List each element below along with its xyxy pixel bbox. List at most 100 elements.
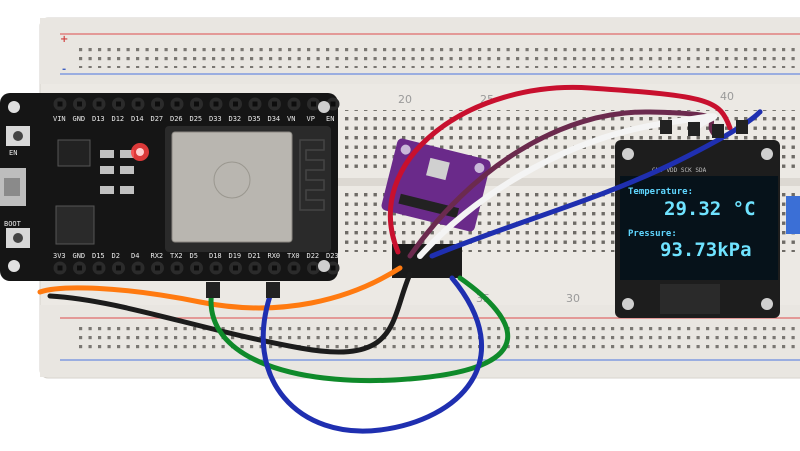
header-pin-socket (213, 101, 219, 107)
pin-label: D14 (131, 115, 144, 123)
pin-label: D5 (190, 252, 198, 260)
header-pin-socket (252, 265, 258, 271)
header-pin-socket (252, 101, 258, 107)
header-pin-socket (291, 265, 297, 271)
edge-component (786, 196, 800, 234)
wire-connector (712, 124, 724, 138)
oled-screen (620, 176, 778, 280)
pin-label: VP (307, 115, 315, 123)
mounting-hole (318, 260, 330, 272)
black-wire (47, 271, 413, 355)
header-pin-socket (77, 265, 82, 271)
pin-label: GND (73, 115, 86, 123)
header-pin-socket (135, 265, 141, 271)
pin-label: RX2 (151, 252, 164, 260)
header-pin-socket (155, 265, 160, 271)
header-pin-socket (57, 101, 63, 107)
oled-module: GND VDD SCK SDA Temperature: 29.32 °C Pr… (615, 140, 780, 318)
pin-label: GND (73, 252, 86, 260)
pin-label: D15 (92, 252, 105, 260)
header-pin-socket (311, 101, 316, 107)
pin-label: D21 (248, 252, 261, 260)
oled-pin-labels: GND VDD SCK SDA (652, 167, 707, 174)
header-pin-socket (233, 101, 238, 107)
header-pin-socket (116, 265, 121, 271)
header-pin-socket (57, 265, 63, 271)
header-pin-socket (174, 101, 180, 107)
column-number: 40 (720, 90, 734, 103)
pin-label: TX0 (287, 252, 300, 260)
header-pin-socket (116, 101, 121, 107)
pin-label: D27 (151, 115, 164, 123)
wire-connector (206, 282, 220, 298)
pin-label: D12 (112, 115, 125, 123)
wire-connector (266, 282, 280, 298)
pin-label: D23 (326, 252, 339, 260)
pin-label: D33 (209, 115, 222, 123)
column-number: 30 (566, 292, 580, 305)
pressure-label: Pressure: (628, 229, 677, 239)
header-pin-socket (311, 265, 316, 271)
pin-label: D4 (131, 252, 139, 260)
header-pin-socket (194, 101, 199, 107)
voltage-regulator (57, 139, 91, 167)
wire-connector (736, 120, 748, 134)
mounting-hole (8, 101, 20, 113)
jumper-wires (37, 84, 763, 434)
blue-wire-bottom (260, 275, 485, 434)
pin-label: D34 (268, 115, 281, 123)
pin-label: TX2 (170, 252, 183, 260)
header-pin-socket (96, 265, 102, 271)
pin-label: VIN (53, 115, 66, 123)
boot-label: BOOT (4, 220, 22, 228)
pin-label: D13 (92, 115, 105, 123)
header-pin-socket (174, 265, 180, 271)
mounting-hole (318, 101, 330, 113)
temperature-value: 29.32 °C (664, 198, 756, 220)
wire-connector (688, 122, 700, 136)
pin-label: D32 (229, 115, 242, 123)
header-pin-socket (77, 101, 82, 107)
pin-label: D22 (307, 252, 320, 260)
pin-label: RX0 (268, 252, 281, 260)
rail-minus-label: - (62, 64, 66, 75)
red-wire (388, 84, 733, 255)
header-pin-socket (330, 101, 336, 107)
bottom-header-pins: 3V3 GND D15 D2 D4 RX2 TX2 D5 D18 D19 D21 RX0 TX0 D22 D… (53, 252, 340, 275)
header-pin-socket (291, 101, 297, 107)
white-wire (417, 113, 718, 259)
pin-label: EN (326, 115, 334, 123)
pcb-antenna (299, 139, 325, 211)
header-pin-socket (194, 265, 199, 271)
pin-label: D35 (248, 115, 261, 123)
en-label: EN (9, 149, 17, 157)
pin-label: 3V3 (53, 252, 66, 260)
pin-label: D2 (112, 252, 120, 260)
pin-label: D18 (209, 252, 222, 260)
sensor-chip (426, 157, 450, 181)
header-pin-socket (272, 265, 277, 271)
rail-plus-label: + (60, 34, 68, 45)
header-pin-socket (135, 101, 141, 107)
usb-uart-chip (55, 205, 95, 245)
header-pin-socket (96, 101, 102, 107)
pin-label: D19 (229, 252, 242, 260)
wire-connector (660, 120, 672, 134)
pressure-value: 93.73kPa (660, 239, 752, 261)
header-pin-socket (213, 265, 219, 271)
header-pin-socket (155, 101, 160, 107)
header-pin-socket (272, 101, 277, 107)
purple-wire (407, 109, 718, 259)
column-number: 20 (398, 93, 412, 106)
header-pin-socket (330, 265, 336, 271)
bottom-rail-holes (75, 326, 795, 350)
top-rail-holes (75, 44, 795, 68)
rf-shield (171, 131, 293, 243)
pin-label: D25 (190, 115, 203, 123)
blue-wire-top (429, 109, 763, 259)
temperature-label: Temperature: (628, 187, 693, 197)
mounting-hole (8, 260, 20, 272)
